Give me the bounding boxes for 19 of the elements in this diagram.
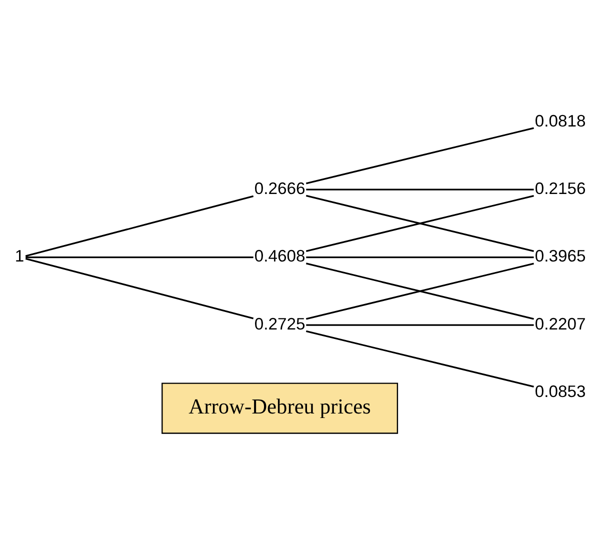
node-text: 0.0818 [534,111,586,130]
node-text: 0.2666 [254,179,306,198]
node-text: 0.3965 [534,246,586,266]
node-text: 0.4608 [254,246,306,266]
node-text: 0.2156 [534,179,586,198]
node-box: Arrow-Debreu prices [162,382,398,434]
connector [306,324,534,326]
node-text: 0.2207 [534,314,586,334]
connector [25,195,254,257]
connector [306,256,534,258]
connector [306,330,534,388]
node-text: 0.0853 [534,382,586,402]
connector [306,188,534,190]
connector [306,127,534,184]
connector [25,258,254,320]
node-text: 1 [14,246,24,266]
connector [306,262,534,320]
node-text: 0.2725 [254,314,306,334]
connector [26,256,254,258]
